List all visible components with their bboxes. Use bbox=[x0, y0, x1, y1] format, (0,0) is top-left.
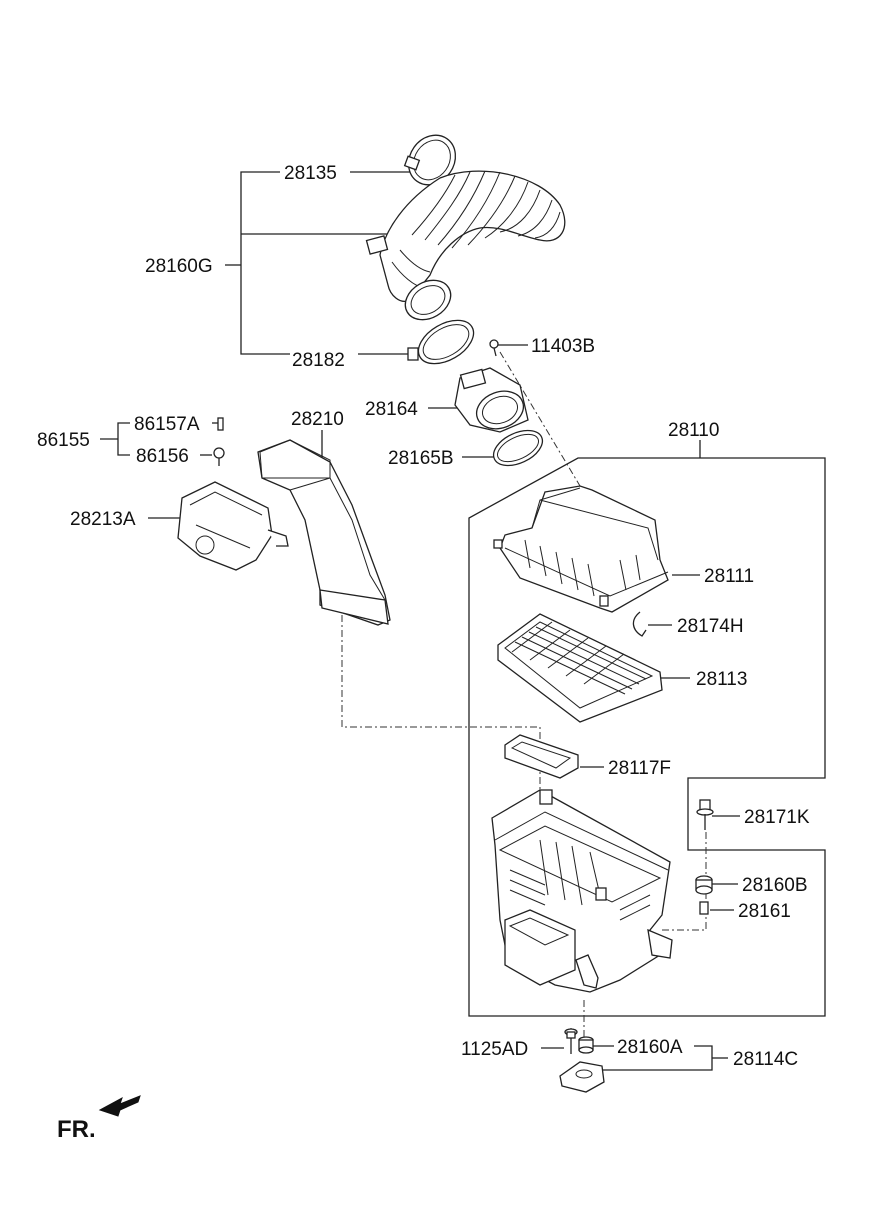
label-28110: 28110 bbox=[668, 420, 719, 441]
seal-28117f bbox=[504, 734, 579, 779]
hose-clamp-top bbox=[403, 134, 457, 186]
label-28213a: 28213A bbox=[70, 509, 136, 530]
bolt-28171k bbox=[696, 799, 714, 830]
air-flow-sensor bbox=[454, 367, 529, 433]
grommet-28160b bbox=[695, 875, 713, 895]
gasket-ring bbox=[492, 429, 544, 467]
label-28165b: 28165B bbox=[388, 448, 454, 469]
label-28174h: 28174H bbox=[677, 616, 744, 637]
grommet-28160a bbox=[578, 1036, 594, 1054]
label-28161: 28161 bbox=[738, 901, 791, 922]
label-86157a: 86157A bbox=[134, 414, 200, 435]
bracket-28114c bbox=[559, 1061, 605, 1093]
pin-28161 bbox=[699, 901, 709, 915]
bolt-1125ad bbox=[564, 1028, 578, 1054]
air-cleaner-lower-body bbox=[491, 789, 673, 993]
label-28210: 28210 bbox=[291, 409, 344, 430]
label-1125ad: 1125AD bbox=[461, 1039, 528, 1060]
label-28160g: 28160G bbox=[145, 256, 213, 277]
clip-28174h bbox=[632, 611, 647, 637]
air-duct bbox=[257, 439, 391, 626]
duct-cover bbox=[177, 481, 289, 571]
air-cleaner-upper-body bbox=[493, 485, 669, 613]
label-28135: 28135 bbox=[284, 163, 337, 184]
fastener-86157a bbox=[217, 417, 224, 431]
hose-clamp-lower bbox=[407, 319, 475, 365]
label-28182: 28182 bbox=[292, 350, 345, 371]
label-11403b: 11403B bbox=[531, 336, 595, 357]
label-28160b: 28160B bbox=[742, 875, 808, 896]
front-direction-label: FR. bbox=[57, 1116, 96, 1143]
label-86155: 86155 bbox=[37, 430, 90, 451]
part-labels: 28135 28160G 28182 11403B 28164 28165B 2… bbox=[37, 163, 810, 1143]
air-intake-hose bbox=[365, 170, 566, 321]
fastener-86156 bbox=[213, 447, 225, 466]
label-28111: 28111 bbox=[704, 566, 754, 587]
leader-lines bbox=[100, 171, 826, 1071]
screw-11403b bbox=[489, 339, 499, 357]
label-28117f: 28117F bbox=[608, 758, 671, 779]
air-filter-element bbox=[497, 613, 663, 723]
label-28164: 28164 bbox=[365, 399, 418, 420]
front-direction-arrow-icon bbox=[98, 1095, 141, 1117]
label-28171k: 28171K bbox=[744, 807, 810, 828]
label-28160a: 28160A bbox=[617, 1037, 683, 1058]
label-28113: 28113 bbox=[696, 669, 747, 690]
label-28114c: 28114C bbox=[733, 1049, 798, 1070]
label-86156: 86156 bbox=[136, 446, 189, 467]
